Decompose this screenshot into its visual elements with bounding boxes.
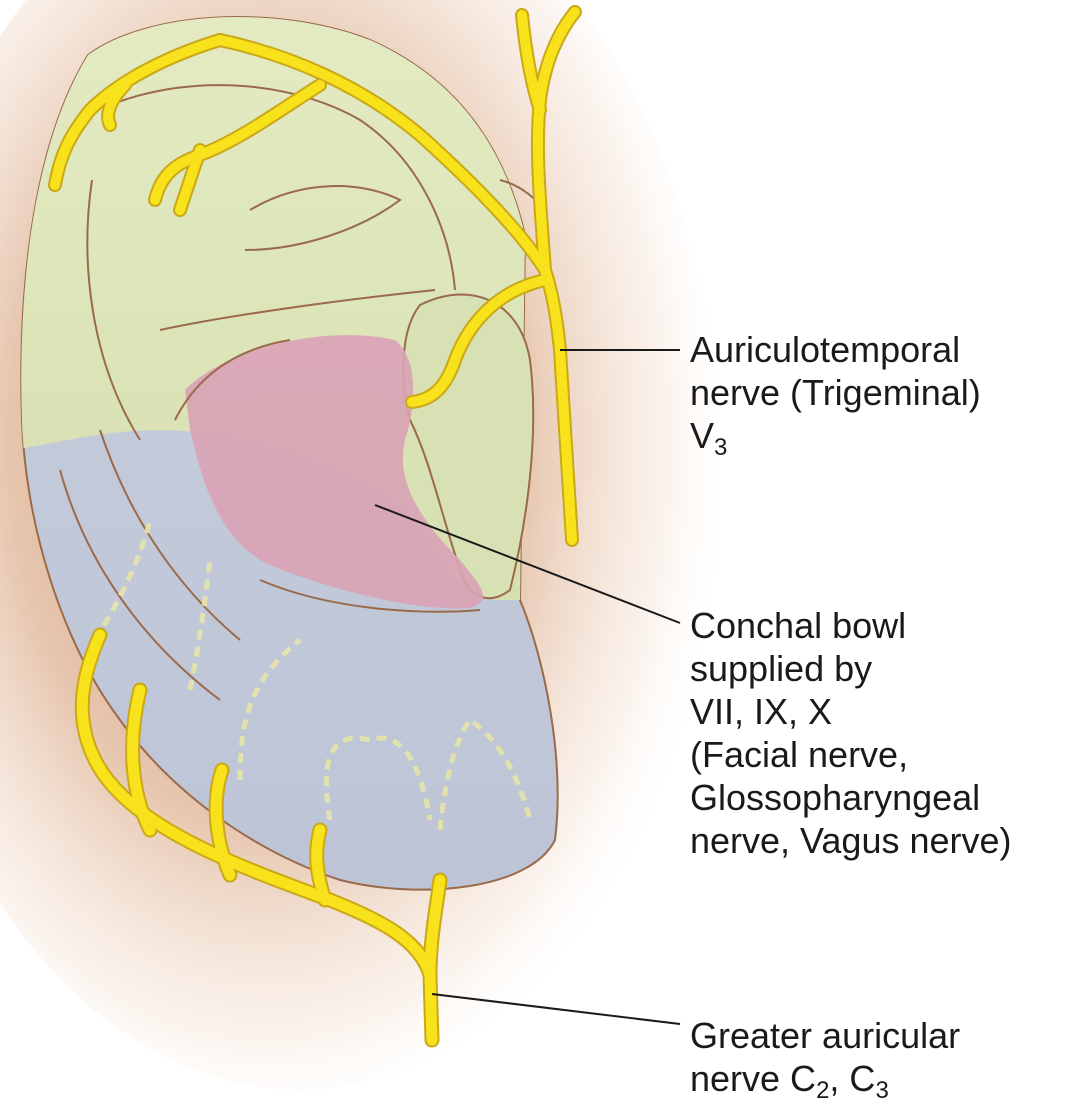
label-text: V bbox=[690, 415, 714, 456]
subscript: 3 bbox=[875, 1077, 888, 1104]
label-line: Auriculotemporal bbox=[690, 328, 981, 371]
label-line: V3 bbox=[690, 414, 981, 457]
subscript: 2 bbox=[816, 1077, 829, 1104]
label-line: nerve C2, C3 bbox=[690, 1057, 960, 1100]
label-text: nerve C bbox=[690, 1058, 816, 1099]
label-line: Conchal bowl bbox=[690, 604, 1012, 647]
label-text: , C bbox=[829, 1058, 875, 1099]
label-line: VII, IX, X bbox=[690, 690, 1012, 733]
label-line: Greater auricular bbox=[690, 1014, 960, 1057]
label-auriculotemporal-nerve: Auriculotemporal nerve (Trigeminal) V3 bbox=[690, 328, 981, 457]
label-line: (Facial nerve, bbox=[690, 733, 1012, 776]
subscript: 3 bbox=[714, 434, 727, 461]
label-greater-auricular-nerve: Greater auricular nerve C2, C3 bbox=[690, 1014, 960, 1100]
label-conchal-bowl: Conchal bowl supplied by VII, IX, X (Fac… bbox=[690, 604, 1012, 862]
label-line: supplied by bbox=[690, 647, 1012, 690]
label-line: nerve (Trigeminal) bbox=[690, 371, 981, 414]
label-line: Glossopharyngeal bbox=[690, 776, 1012, 819]
label-line: nerve, Vagus nerve) bbox=[690, 819, 1012, 862]
